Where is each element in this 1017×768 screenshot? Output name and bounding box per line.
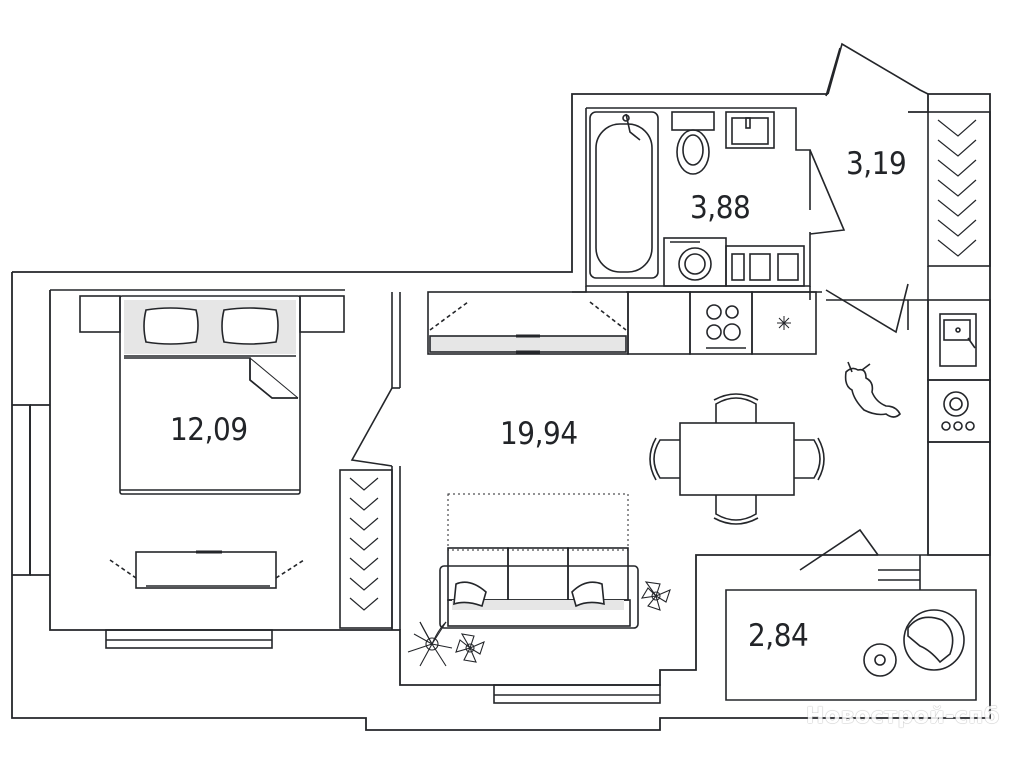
toilet-icon [671,111,715,175]
room-area-bathroom: 3,88 [690,190,751,226]
chair-icon [649,393,825,525]
room-area-bedroom: 12,09 [170,412,248,448]
bathtub-icon [589,111,659,279]
hall-wardrobe-icon [937,119,977,257]
washing-machine-icon [663,237,727,287]
dog-icon [844,361,901,418]
kitchen-sink-icon [939,313,977,367]
stove-icon [706,304,746,349]
inner-walls [50,107,990,701]
bedroom-window [105,629,273,649]
wardrobe-icon [339,469,393,629]
dining-table-icon [679,422,795,496]
plant-icon [407,581,671,667]
outer-walls [11,93,991,731]
kitchen-cabinets [427,291,817,355]
pillow-icon [143,307,279,345]
balcony-door[interactable] [799,528,879,571]
living-window [493,684,661,704]
tv-stand-icon [109,550,305,589]
armchair-icon [863,609,965,677]
hob-icon [941,391,975,431]
entrance-door[interactable] [825,42,929,97]
bathroom-door[interactable] [809,149,846,235]
kitchen-right-cabinets [927,299,991,556]
bedroom-door[interactable] [350,387,393,467]
watermark: Новострой-спб [806,704,1000,729]
bathroom-cabinet [725,245,805,287]
hall-window [927,111,991,267]
room-area-living-kitchen: 19,94 [500,416,578,452]
hall-door[interactable] [825,283,909,334]
room-area-balcony: 2,84 [748,618,809,654]
room-area-hallway: 3,19 [846,146,907,182]
sofa-icon [439,493,639,629]
sink-icon [725,111,775,149]
